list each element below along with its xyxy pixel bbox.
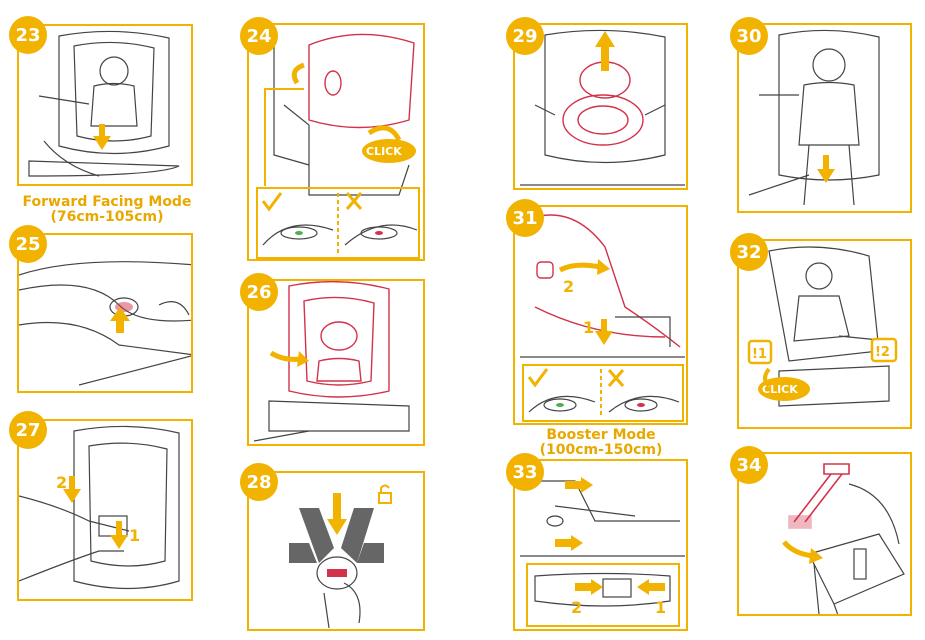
step-27-label-one: 1 [129,526,140,545]
step-31-illustration: 2 1 [520,214,685,422]
forward-facing-range: (76cm-105cm) [50,209,164,225]
step-28-illustration [289,484,392,629]
step-31-label-one: 1 [583,318,594,337]
step-25-illustration [19,261,191,386]
step-33-panel: 2 1 [513,459,688,631]
step-23-illustration [28,30,180,177]
step-34-illustration [782,463,905,614]
step-27-panel: 2 1 [17,419,193,601]
forward-facing-caption: Forward Facing Mode (76cm-105cm) [12,195,202,225]
click-bubble-32: CLICK [758,377,810,401]
click-label-24: CLICK [366,145,402,158]
step-23-panel [17,24,193,186]
step-34-panel [737,452,912,616]
click-label-32: CLICK [762,383,798,396]
booster-mode-caption: Booster Mode (100cm-150cm) [506,428,696,458]
booster-mode-title: Booster Mode [546,427,656,443]
booster-mode-range: (100cm-150cm) [539,442,663,458]
step-32-badge: 32 [730,233,768,271]
step-29-illustration [520,29,685,186]
step-26-panel [247,279,425,446]
step-30-panel [737,23,912,213]
step-31-label-two: 2 [563,277,574,296]
step-34-badge: 34 [730,446,768,484]
step-31-panel: 2 1 [513,205,688,425]
step-29-panel [513,23,688,190]
click-bubble-24: CLICK [362,139,416,163]
step-28-panel [247,471,425,631]
step-26-illustration [253,281,410,442]
step-23-badge: 23 [9,16,47,54]
step-30-illustration [748,29,880,206]
unlock-icon [378,484,392,504]
step-25-panel [17,233,193,393]
step-29-badge: 29 [506,17,544,55]
step-27-label-two: 2 [56,473,67,492]
warning-label-2: !2 [875,345,890,360]
cross-icon-31 [607,369,625,387]
check-icon-31 [527,368,549,388]
step-24-badge: 24 [240,17,278,55]
step-27-illustration: 2 1 [19,425,180,590]
cross-icon [345,192,363,210]
step-25-badge: 25 [9,225,47,263]
forward-facing-title: Forward Facing Mode [22,194,192,210]
step-31-badge: 31 [506,199,544,237]
step-33-label-two: 2 [571,598,582,617]
check-icon [261,192,283,212]
step-33-illustration: 2 1 [520,477,685,627]
step-24-panel: CLICK [247,23,425,261]
step-33-badge: 33 [506,453,544,491]
step-27-badge: 27 [9,411,47,449]
warning-label-1: !1 [752,347,767,362]
step-24-illustration: CLICK [256,33,420,259]
step-33-label-one: 1 [655,598,666,617]
step-32-illustration: !1 !2 CLICK [747,246,898,407]
step-32-panel: !1 !2 CLICK [737,239,912,429]
step-28-badge: 28 [240,463,278,501]
step-26-badge: 26 [240,273,278,311]
step-30-badge: 30 [730,17,768,55]
